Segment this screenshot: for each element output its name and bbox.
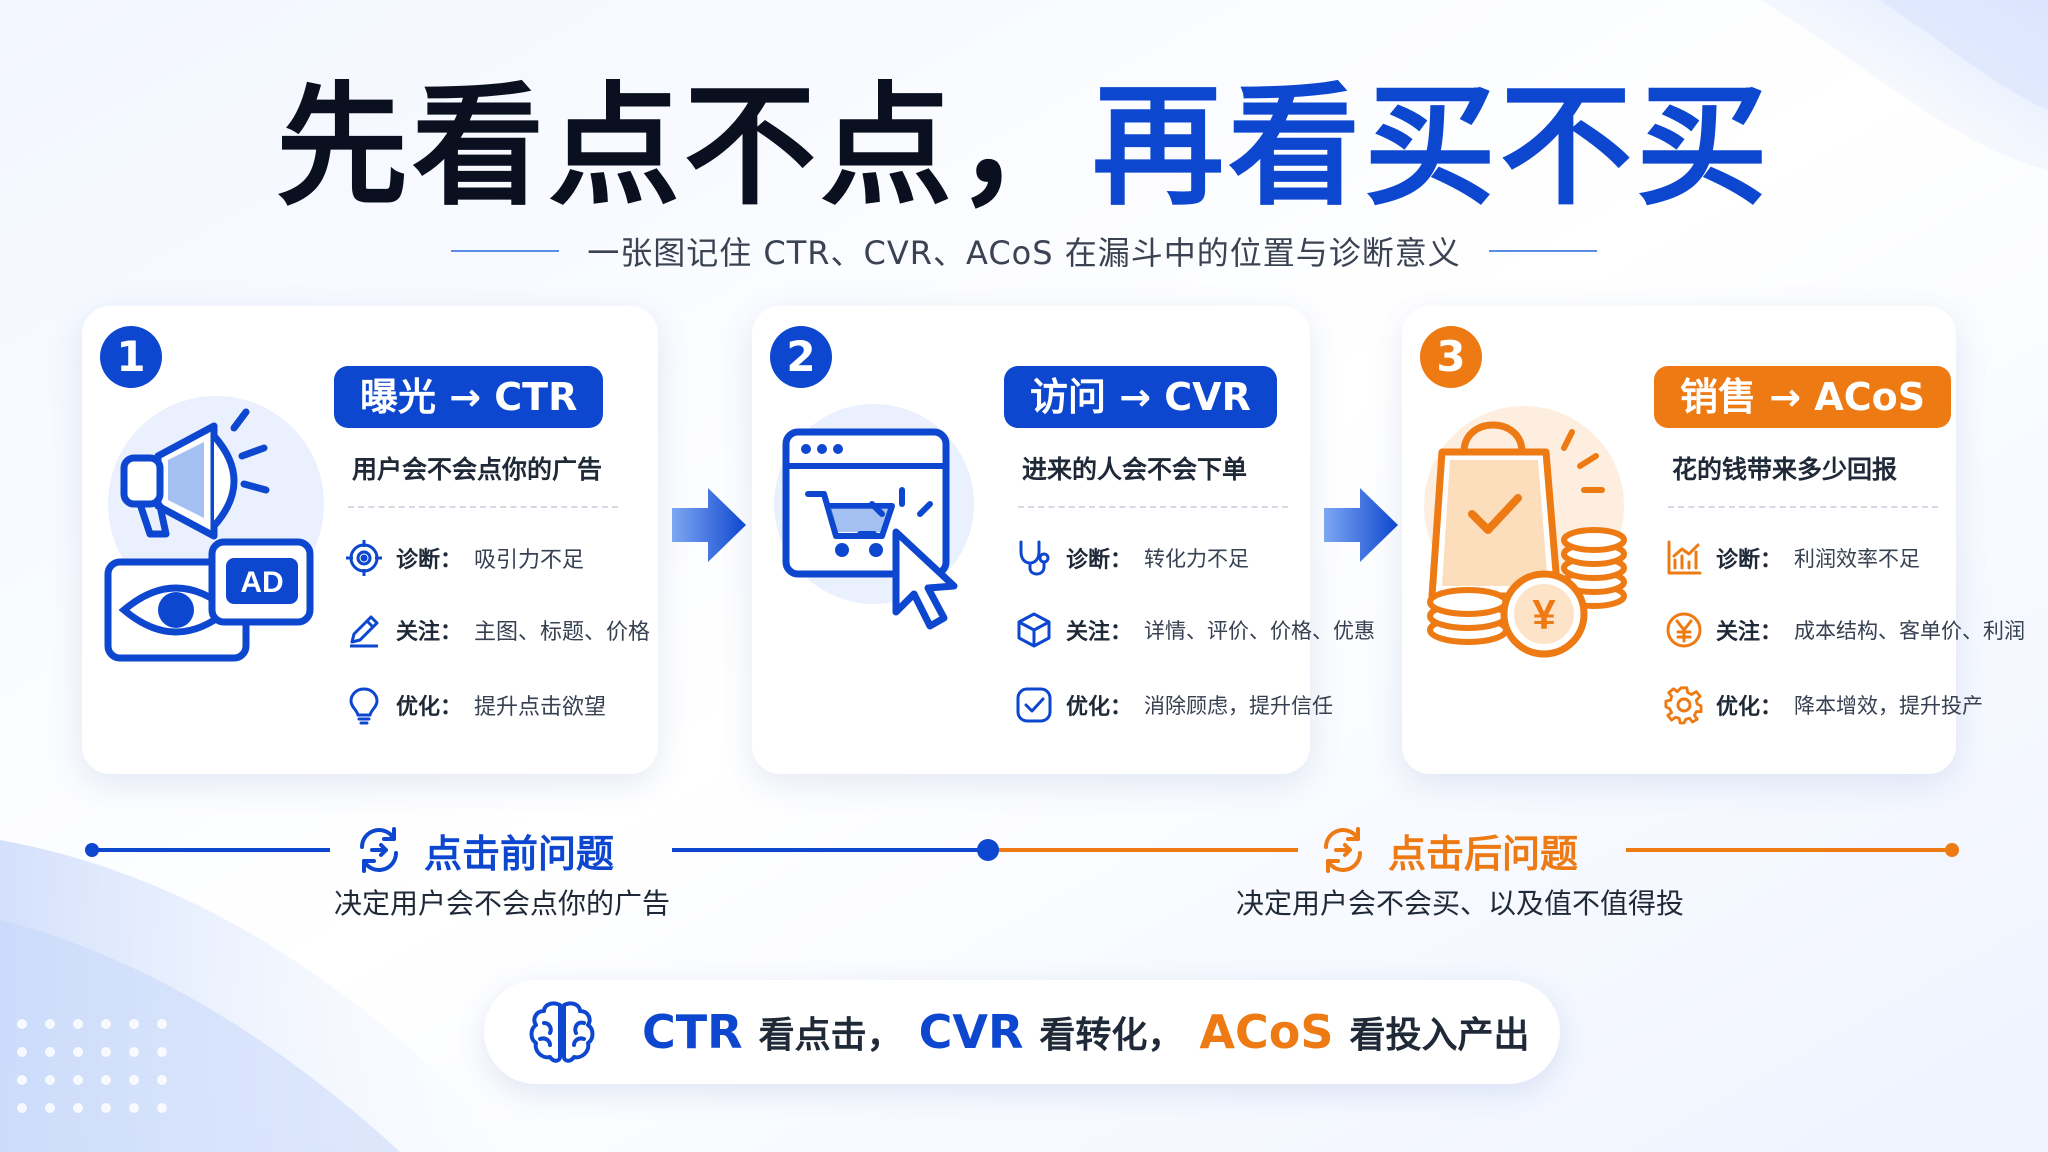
gear-icon [1664, 686, 1703, 725]
pencil-icon [350, 615, 379, 648]
chart-icon [1667, 540, 1702, 575]
flow-arrow-2 [1324, 488, 1398, 562]
lightbulb-icon [349, 687, 379, 725]
step-number: 1 [100, 326, 162, 388]
stage-question: 用户会不会点你的广告 [352, 455, 603, 484]
ad-badge-text: AD [240, 566, 283, 599]
step-number: 2 [770, 326, 832, 388]
row-value: 消除顾虑，提升信任 [1144, 694, 1334, 718]
row-value: 提升点击欲望 [474, 695, 607, 720]
headline-part-2: 再看买不买 [1092, 70, 1772, 224]
stage-question: 花的钱带来多少回报 [1672, 455, 1898, 484]
row-key: 优化： [396, 695, 463, 720]
shopping-bag-coins-illustration: ¥ [1424, 406, 1627, 658]
brain-icon [529, 1001, 595, 1063]
stage-pill: 访问 → CVR [1004, 366, 1277, 428]
phase-note: 决定用户会不会买、以及值不值得投 [1236, 887, 1685, 920]
stage-pill: 曝光 → CTR [334, 366, 604, 428]
funnel-timeline [85, 839, 1959, 861]
row-value: 详情、评价、价格、优惠 [1144, 619, 1376, 643]
row-key: 诊断： [1066, 548, 1133, 573]
row-key: 优化： [1716, 695, 1783, 720]
metric-acos: ACoS [1199, 1005, 1334, 1059]
divider [1018, 506, 1288, 508]
row-key: 优化： [1066, 695, 1133, 720]
phase-title: 点击后问题 [1388, 831, 1579, 876]
step-number: 3 [1420, 326, 1482, 388]
flow-arrow-1 [672, 488, 746, 562]
row-value: 主图、标题、价格 [474, 620, 651, 645]
diagnosis-row: 诊断： 吸引力不足 [344, 535, 584, 581]
summary-bar: CTR 看点击， CVR 看转化， ACoS 看投入产出 [484, 980, 1560, 1084]
row-value: 转化力不足 [1144, 547, 1250, 571]
metric-acos-desc: 看投入产出 [1349, 1015, 1530, 1056]
stethoscope-icon [1019, 540, 1050, 576]
box-icon [1017, 612, 1051, 648]
focus-row: 关注： 主图、标题、价格 [344, 607, 650, 653]
headline: 先看点不点，再看买不买 [0, 72, 2048, 222]
optimize-row: 优化： 提升点击欲望 [344, 682, 606, 728]
metric-ctr: CTR [642, 1005, 743, 1059]
phase-title: 点击前问题 [424, 831, 615, 876]
metric-ctr-desc: 看点击， [758, 1015, 903, 1056]
row-value: 利润效率不足 [1794, 547, 1921, 571]
row-key: 关注： [1066, 620, 1133, 645]
stage-question: 进来的人会不会下单 [1022, 455, 1248, 484]
megaphone-ad-illustration: AD [104, 396, 324, 662]
row-key: 诊断： [1716, 548, 1783, 573]
metric-cvr-desc: 看转化， [1039, 1015, 1184, 1056]
focus-row: 关注： 成本结构、客单价、利润 [1664, 607, 2025, 653]
divider [348, 506, 618, 508]
card-acos: 3 ¥ 销售 → ACoS 花的钱带来多少回报 诊断： 利润效率不足 关注： 成本结… [1402, 306, 2025, 774]
yen-icon [1666, 612, 1702, 648]
subtitle-row: 一张图记住 CTR、CVR、ACoS 在漏斗中的位置与诊断意义 [0, 226, 2048, 276]
diagnosis-row: 诊断： 转化力不足 [1014, 535, 1249, 581]
focus-row: 关注： 详情、评价、价格、优惠 [1014, 607, 1375, 653]
refresh-icon [360, 827, 398, 873]
metric-cvr: CVR [918, 1005, 1024, 1059]
refresh-icon [1324, 827, 1362, 873]
phase-after-click: 点击后问题 [1318, 822, 1578, 878]
stage-pill: 销售 → ACoS [1654, 366, 1952, 428]
subtitle-rule-left [451, 250, 560, 252]
row-key: 诊断： [396, 548, 463, 573]
yen-badge-text: ¥ [1532, 591, 1556, 638]
row-value: 成本结构、客单价、利润 [1794, 619, 2026, 643]
row-key: 关注： [1716, 620, 1783, 645]
card-ctr: 1 AD 曝光 → CTR 用户会不会点你的广告 诊断： 吸引力不足 [82, 306, 658, 774]
optimize-row: 优化： 降本增效，提升投产 [1664, 682, 1983, 728]
target-icon [346, 540, 382, 576]
shopping-browser-illustration [774, 404, 974, 630]
optimize-row: 优化： 消除顾虑，提升信任 [1014, 682, 1333, 728]
subtitle: 一张图记住 CTR、CVR、ACoS 在漏斗中的位置与诊断意义 [587, 234, 1461, 272]
row-key: 关注： [396, 620, 463, 645]
row-value: 降本增效，提升投产 [1794, 694, 1984, 718]
check-icon [1016, 687, 1052, 723]
diagnosis-row: 诊断： 利润效率不足 [1664, 535, 1920, 581]
subtitle-rule-right [1488, 250, 1597, 252]
card-cvr: 2 访问 → CVR 进来的人会不会下单 诊断： 转化力不足 关注： 详情、评价、价… [752, 306, 1375, 774]
phase-before-click: 点击前问题 [354, 822, 614, 878]
phase-note: 决定用户会不会点你的广告 [334, 887, 671, 920]
divider [1668, 506, 1938, 508]
row-value: 吸引力不足 [474, 548, 585, 573]
headline-part-1: 先看点不点， [276, 70, 1092, 224]
